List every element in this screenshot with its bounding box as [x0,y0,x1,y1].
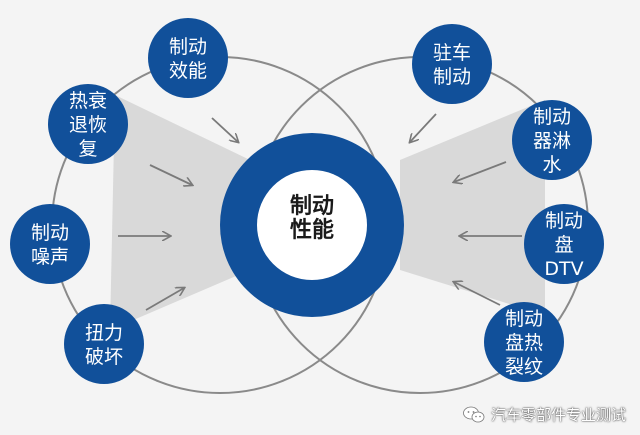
node-label-line: 盘热 [505,332,543,354]
node-circle [10,204,90,284]
node-label-line: 退恢 [69,114,107,136]
node-label-line: 制动 [533,106,571,128]
node-circle [524,204,604,284]
node-label-line: DTV [544,258,583,280]
node-circle [512,100,592,180]
node-label-line: 制动 [290,194,334,219]
node-label-line: 制动 [545,210,583,232]
node-label-line: 扭力 [85,322,123,344]
node-brake-noise: 制动噪声 [10,204,90,284]
node-parking-brake: 驻车制动 [412,24,492,104]
node-label-line: 性能 [290,217,334,243]
node-circle [412,24,492,104]
arrow-brake-disc-heat-cracking [454,282,501,306]
node-circle [64,304,144,384]
node-label: 制动噪声 [31,222,69,268]
arrow-heat-fade-recovery [149,164,192,185]
node-label-line: 水 [542,154,561,176]
node-label-line: 破坏 [85,346,123,368]
node-label: 热衰退恢复 [69,90,107,160]
node-label-line: 盘 [554,234,573,256]
watermark: 汽车零部件专业测试 [463,404,626,425]
node-label-line: 噪声 [31,246,69,268]
right-wedge [400,100,545,315]
arrow-brake-water-spray [454,161,507,182]
arrow-parking-brake [410,113,437,142]
node-label-line: 热衰 [69,90,107,112]
node-circle [48,84,128,164]
node-label: 制动盘热裂纹 [505,308,543,378]
node-heat-fade-recovery: 热衰退恢复 [48,84,128,164]
wechat-icon [463,406,485,422]
node-label-line: 器淋 [533,130,571,152]
left-wedge [110,95,250,330]
node-label-line: 复 [78,138,97,160]
node-label-line: 制动 [31,222,69,244]
node-label: 驻车制动 [433,42,471,88]
center-disc [257,170,367,280]
node-label-line: 效能 [169,60,207,82]
node-label: 制动器淋水 [533,106,571,176]
arrow-torsional-damage [145,288,184,311]
node-label-line: 裂纹 [505,356,543,378]
node-circle [148,18,228,98]
watermark-text: 汽车零部件专业测试 [490,406,626,424]
node-label: 制动效能 [169,36,207,82]
node-torsional-damage: 扭力破坏 [64,304,144,384]
node-label-line: 制动 [169,36,207,58]
node-label-line: 制动 [505,308,543,330]
node-circle [484,302,564,382]
node-brake-water-spray: 制动器淋水 [512,100,592,180]
node-label-line: 制动 [433,66,471,88]
arrow-braking-efficiency [211,117,238,142]
node-label: 扭力破坏 [85,322,123,368]
node-label-line: 驻车 [433,42,471,64]
node-braking-efficiency: 制动效能 [148,18,228,98]
center-label: 制动性能 [290,194,334,243]
node-brake-disc-heat-cracking: 制动盘热裂纹 [484,302,564,382]
